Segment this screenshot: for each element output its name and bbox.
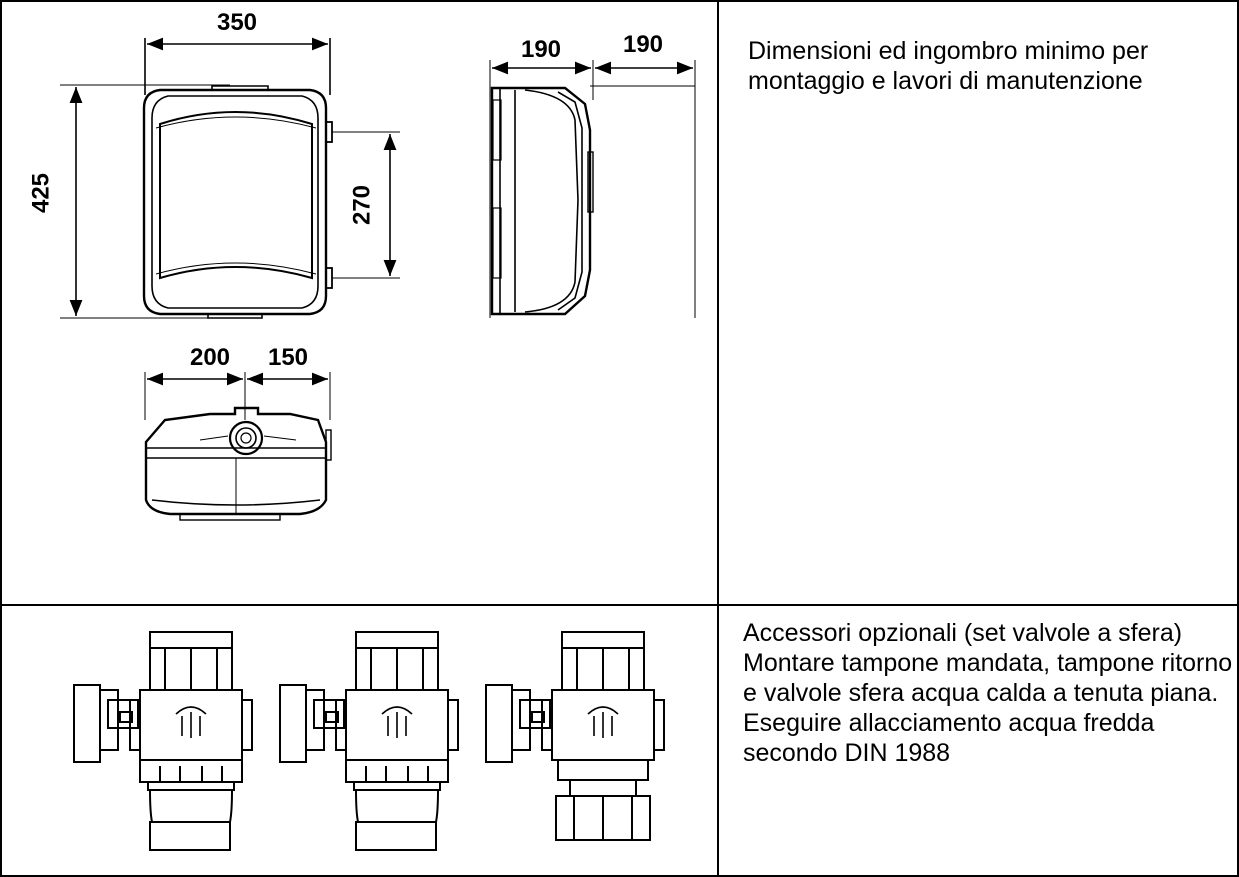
accessories-line-3: Eseguire allacciamento acqua fredda seco… — [743, 709, 1155, 767]
dim-mount-spacing: 270 — [348, 185, 375, 225]
dim-front-width: 350 — [217, 9, 257, 36]
front-view — [60, 37, 400, 319]
valves-cell — [0, 604, 719, 877]
accessories-description: Accessori opzionali (set valvole a sfera… — [743, 618, 1235, 768]
dim-bottom-left: 200 — [190, 344, 230, 371]
bottom-view — [144, 372, 332, 521]
ball-valve-3 — [485, 631, 665, 841]
drawing-cell — [0, 0, 719, 606]
dimensions-text-cell — [717, 0, 1239, 606]
accessories-line-1: Accessori opzionali (set valvole a sfera… — [743, 619, 1183, 647]
ball-valve-1 — [73, 631, 253, 851]
dim-bottom-right: 150 — [268, 344, 308, 371]
dim-front-height: 425 — [27, 173, 54, 213]
accessories-line-2: Montare tampone mandata, tampone ritorno… — [743, 649, 1233, 707]
dimensions-description: Dimensioni ed ingombro minimo per montag… — [748, 37, 1149, 95]
dim-side-depth: 190 — [521, 36, 561, 63]
ball-valve-2 — [279, 631, 459, 851]
dim-side-clearance: 190 — [623, 31, 663, 58]
side-view — [489, 60, 696, 318]
accessories-text-cell — [717, 604, 1239, 877]
